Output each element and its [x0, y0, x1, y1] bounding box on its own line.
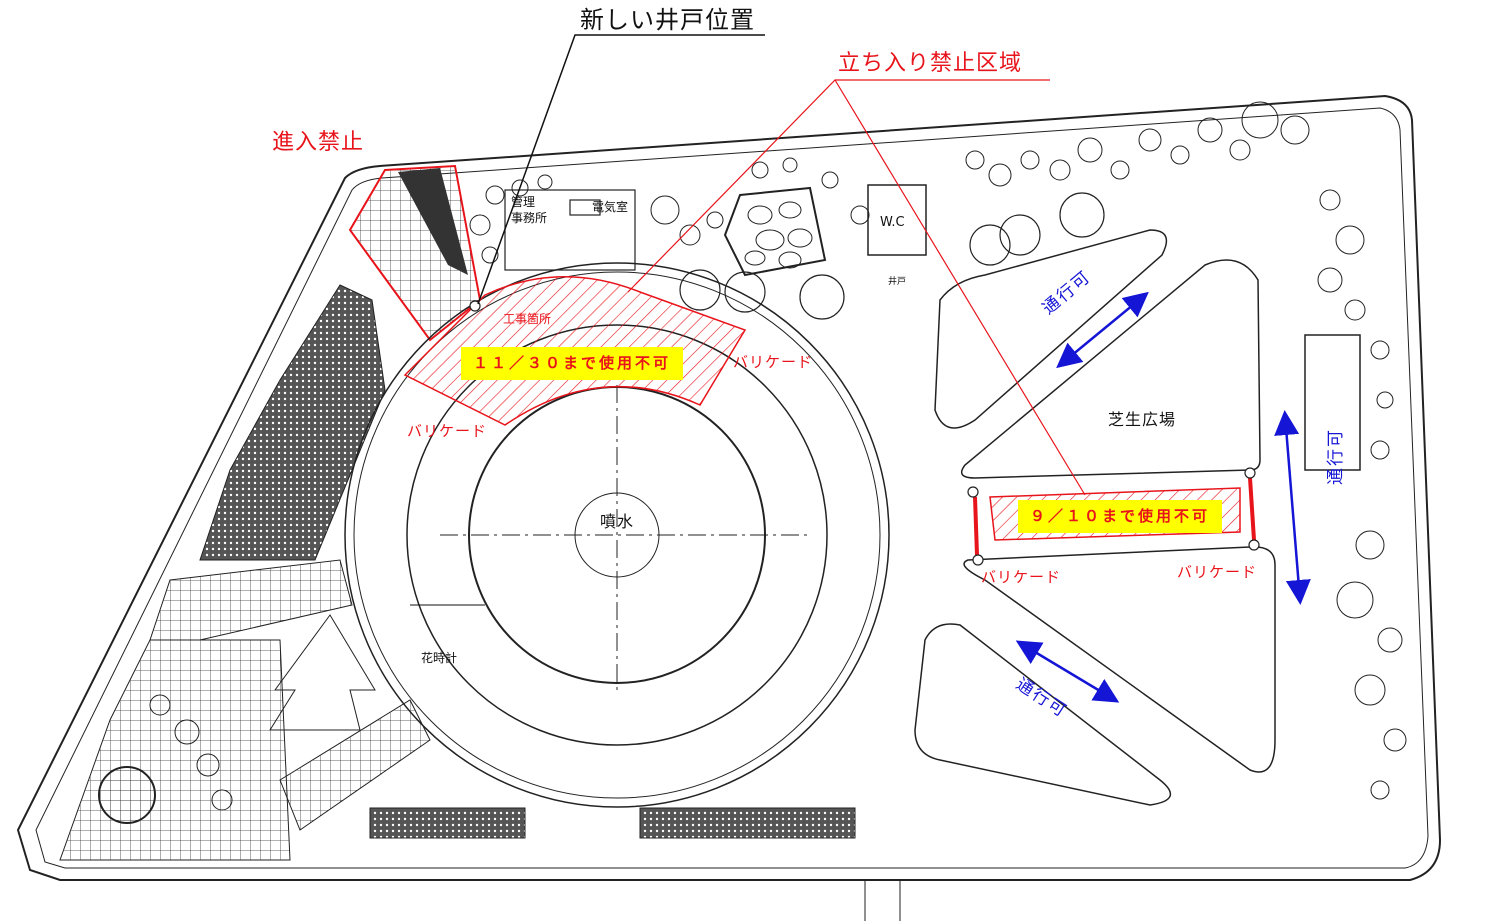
no-entry-callout: 進入禁止 — [272, 130, 365, 155]
barricade-label: バリケード — [1177, 563, 1258, 581]
closure-notice-lawn: ９／１０まで使用不可 — [1018, 500, 1223, 533]
right-building — [1304, 334, 1361, 471]
fountain-label: 噴水 — [600, 512, 635, 531]
kanri-label: 管理 — [511, 195, 536, 209]
well-label: 井戸 — [888, 277, 907, 287]
closure-notice-fountain: １１／３０まで使用不可 — [461, 347, 684, 380]
passable-arrows — [1015, 291, 1311, 703]
park-boundary — [16, 94, 1442, 881]
passable-label: 通行可 — [1326, 428, 1346, 485]
round-planter — [98, 766, 156, 824]
bottom-planting-bed — [639, 807, 856, 839]
flower-clock-label: 花時計 — [421, 651, 458, 665]
callout-leaders — [410, 34, 1086, 606]
large-trees — [679, 192, 1105, 320]
bottom-planting-bed — [369, 807, 526, 839]
paved-plaza-left — [149, 559, 353, 641]
barricade-label: バリケード — [981, 568, 1062, 586]
construction-area-label: 工事箇所 — [503, 312, 552, 326]
no-entry-zone — [348, 164, 482, 342]
trees — [149, 101, 1407, 811]
jimusho-label: 事務所 — [511, 211, 548, 225]
paved-path-diagonal — [279, 699, 431, 831]
barricades — [973, 477, 1256, 556]
barricade-label: バリケード — [407, 422, 488, 440]
lawn-plaza-label: 芝生広場 — [1108, 410, 1177, 429]
barricade-label: バリケード — [733, 353, 814, 371]
denkishitsu-label: 電気室 — [592, 200, 629, 214]
planting-bed-left — [199, 284, 386, 561]
rock-garden — [723, 186, 827, 277]
restricted-zone-callout: 立ち入り禁止区域 — [838, 51, 1023, 76]
flower-clock-bed — [269, 614, 376, 731]
road-edge — [864, 880, 901, 921]
new-well-callout: 新しい井戸位置 — [580, 6, 755, 34]
wc-label: W.C — [880, 215, 905, 230]
lawn-paths — [914, 229, 1276, 806]
paved-plaza-lower — [59, 639, 291, 861]
